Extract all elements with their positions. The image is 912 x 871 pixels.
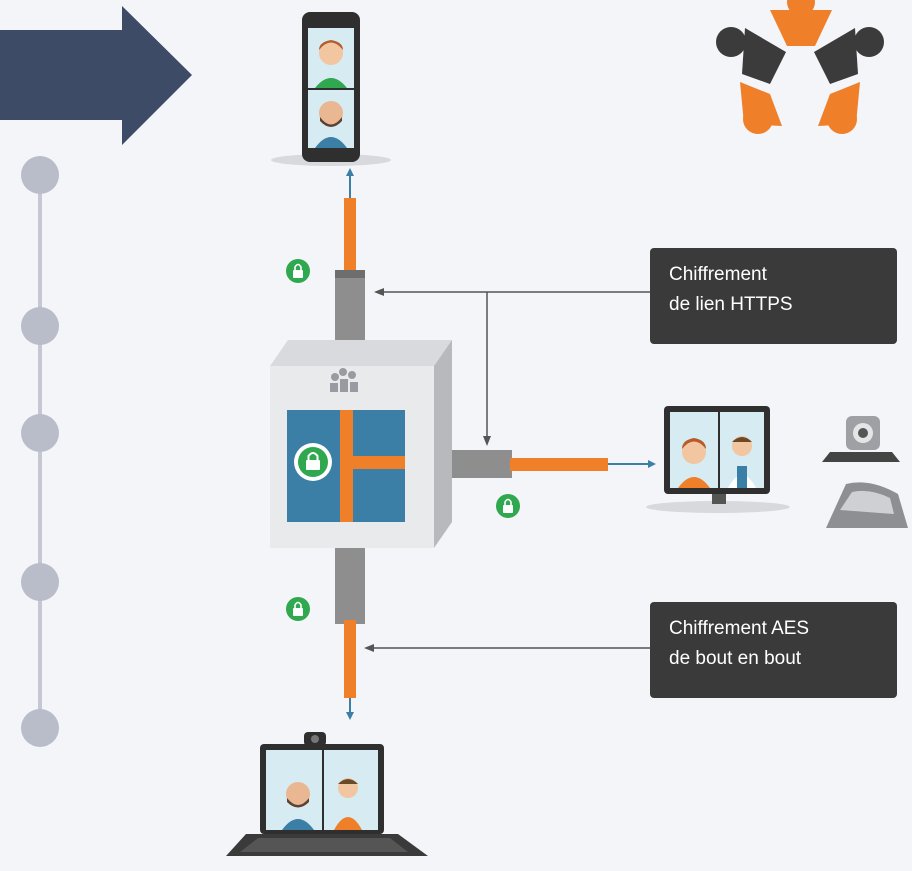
lock-icon bbox=[286, 259, 310, 283]
aes-label-line1: Chiffrement AES bbox=[669, 618, 810, 639]
https-label-line2: de lien HTTPS bbox=[669, 294, 793, 315]
timeline-icon bbox=[21, 156, 59, 747]
big-arrow-icon bbox=[0, 6, 192, 145]
top-connection bbox=[335, 168, 365, 340]
aes-label-line2: de bout en bout bbox=[669, 648, 802, 669]
lock-icon bbox=[496, 494, 520, 518]
logo-icon bbox=[716, 0, 884, 134]
camera-icon bbox=[304, 732, 326, 746]
bottom-connection bbox=[335, 546, 365, 720]
conference-phone-icon bbox=[826, 482, 908, 528]
aes-connector bbox=[364, 644, 650, 652]
https-connector bbox=[374, 288, 650, 446]
smartphone-icon bbox=[271, 12, 391, 166]
https-label-line1: Chiffrement bbox=[669, 264, 767, 285]
server-box-icon bbox=[270, 340, 452, 548]
camera-icon bbox=[822, 416, 900, 462]
https-encryption-label: Chiffrement de lien HTTPS bbox=[650, 248, 897, 344]
videoconference-room-icon bbox=[646, 406, 790, 513]
laptop-icon bbox=[226, 744, 428, 856]
right-connection bbox=[430, 450, 656, 478]
aes-encryption-label: Chiffrement AES de bout en bout bbox=[650, 602, 897, 698]
lock-icon bbox=[286, 597, 310, 621]
